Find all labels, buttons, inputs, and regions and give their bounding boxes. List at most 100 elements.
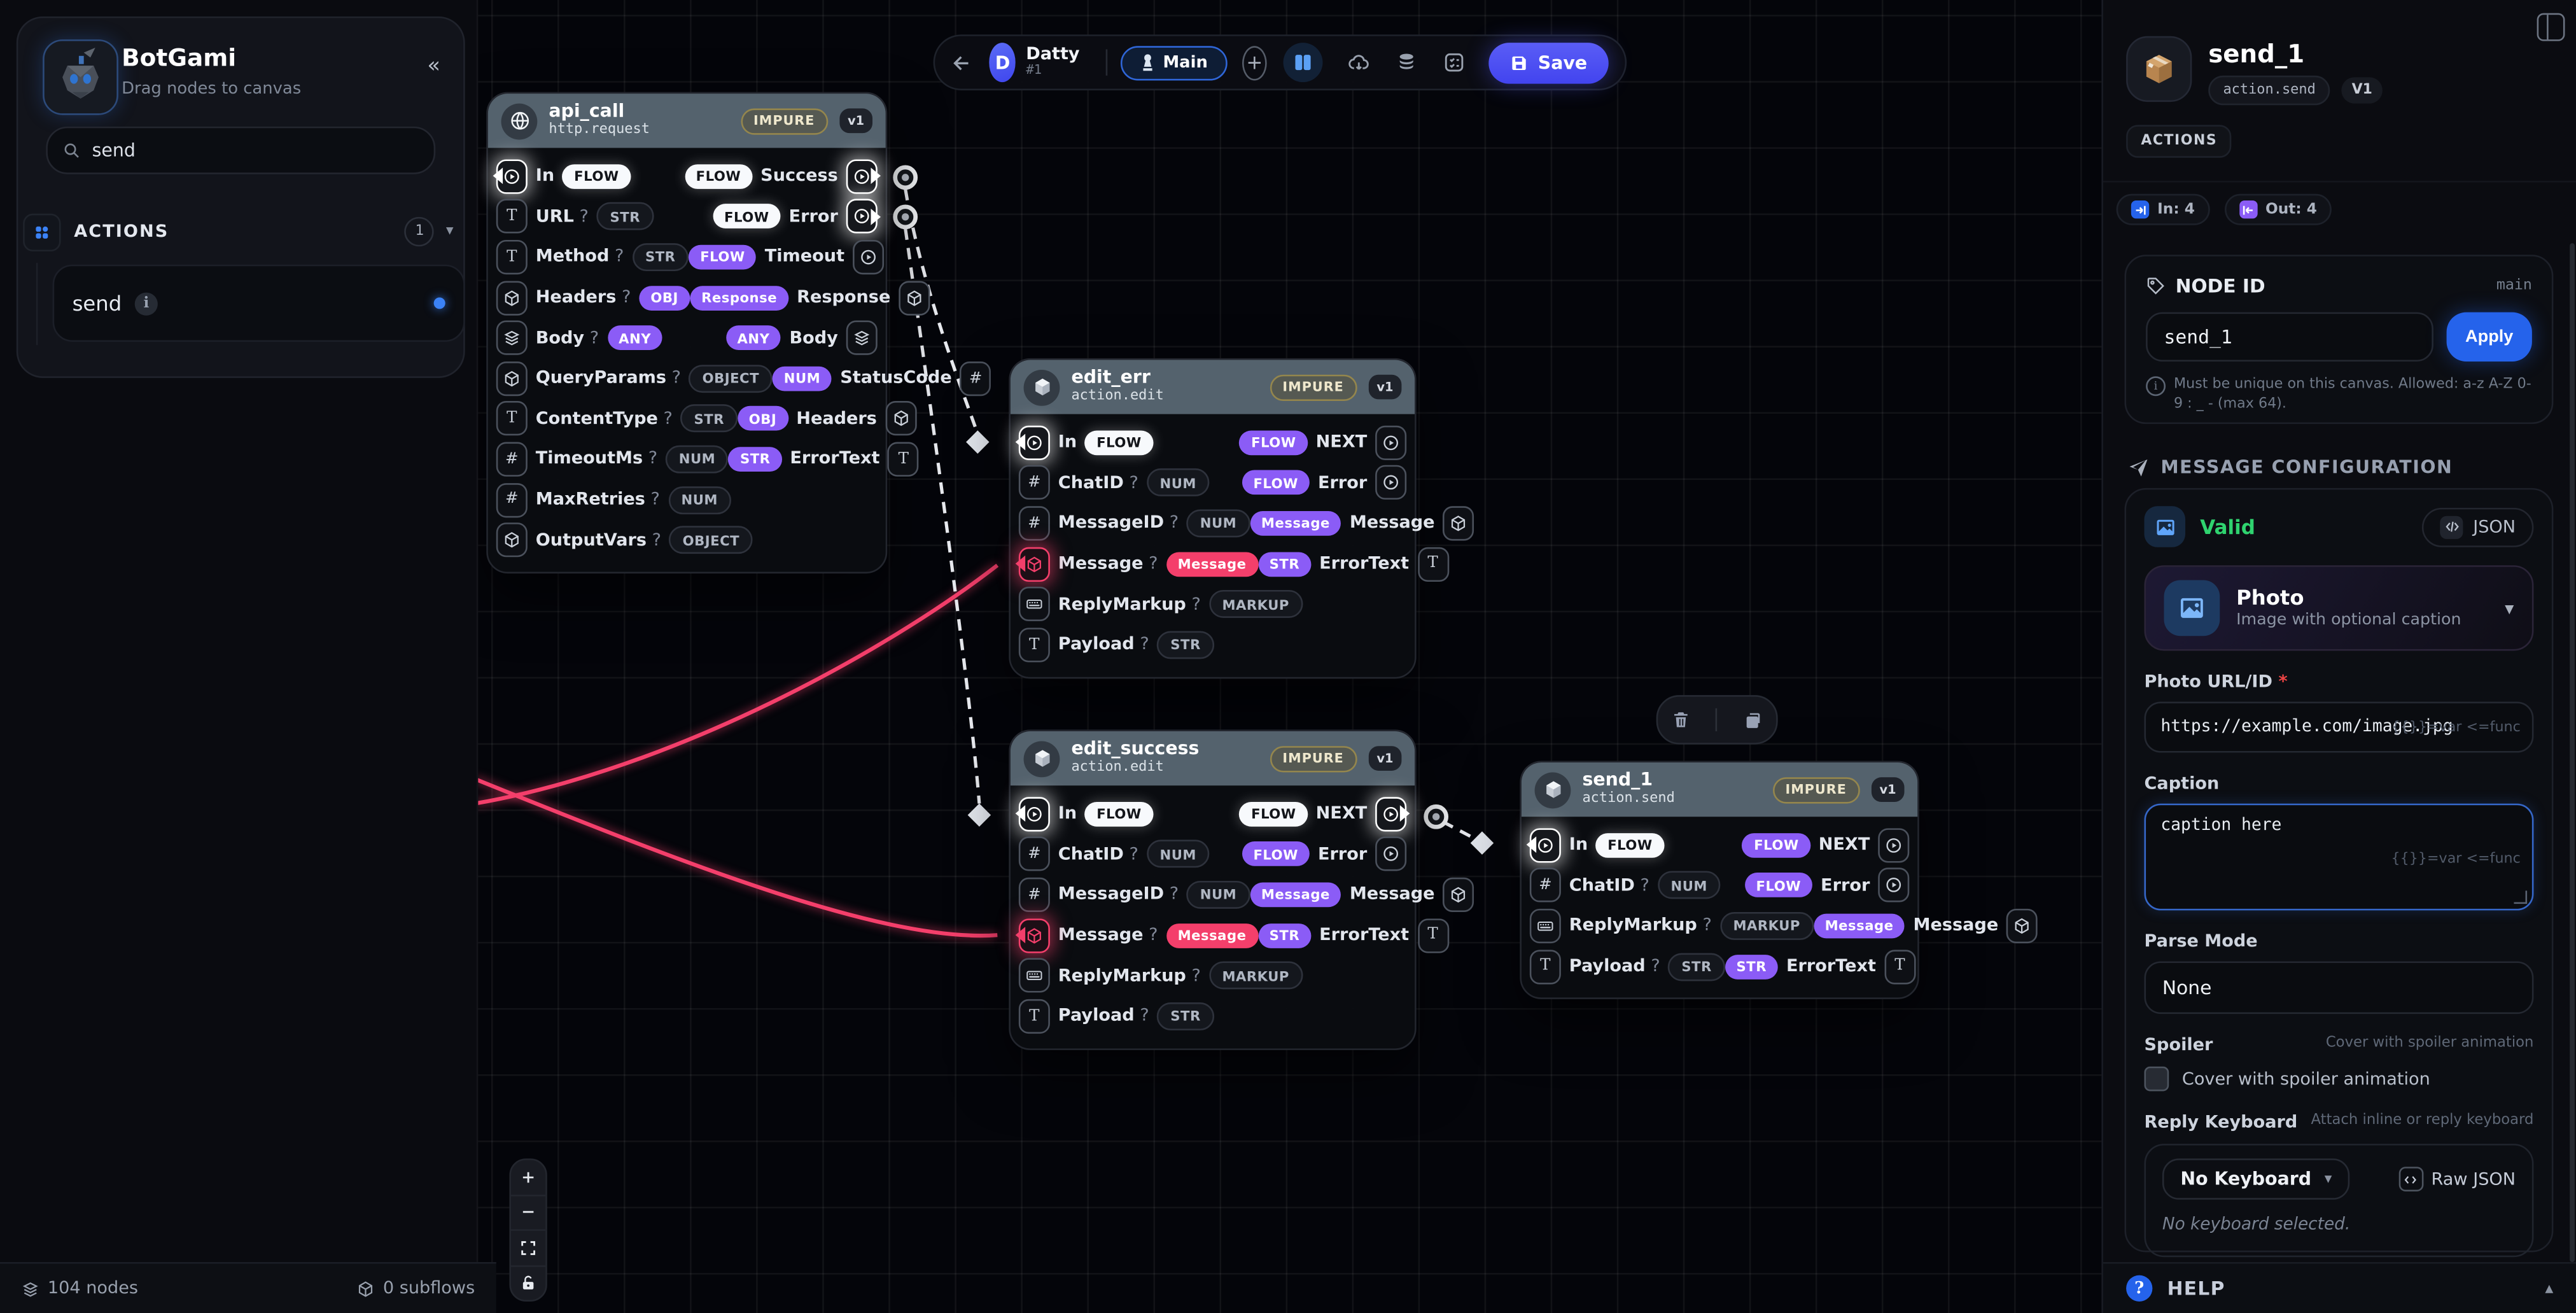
output-port-errortext[interactable]: T: [1417, 546, 1449, 581]
output-port-headers[interactable]: [885, 401, 916, 437]
message-type-selector[interactable]: Photo Image with optional caption ▾: [2144, 565, 2534, 651]
port-label: Payload ?: [1058, 635, 1149, 655]
input-port-chatid[interactable]: #: [1018, 465, 1050, 500]
panel-toggle-icon[interactable]: [1283, 43, 1323, 83]
output-port-message[interactable]: [1443, 506, 1474, 541]
search-input[interactable]: [92, 139, 419, 162]
duplicate-node-icon[interactable]: [1744, 710, 1763, 729]
output-port-errortext[interactable]: T: [888, 442, 920, 477]
type-chip: STR: [680, 405, 738, 433]
input-port-replymarkup[interactable]: [1018, 587, 1050, 622]
photo-url-input[interactable]: [2146, 718, 2532, 736]
type-chip: ANY: [607, 325, 663, 351]
type-chip: FLOW: [1742, 832, 1810, 858]
output-port-error[interactable]: [1375, 837, 1407, 872]
input-port-in[interactable]: [1018, 425, 1050, 460]
lock-button[interactable]: [511, 1266, 545, 1300]
output-port-response[interactable]: [899, 280, 930, 315]
input-port-maxretries[interactable]: #: [496, 482, 528, 517]
help-bar[interactable]: ? HELP ▴: [2103, 1261, 2576, 1313]
back-icon[interactable]: [951, 52, 973, 73]
input-port-payload[interactable]: T: [1529, 949, 1561, 984]
photo-icon: [2164, 580, 2220, 636]
type-chip: FLOW: [712, 204, 781, 229]
input-port-queryparams[interactable]: [496, 361, 528, 396]
input-port-in[interactable]: [1018, 796, 1050, 831]
checklist-icon[interactable]: [1443, 51, 1466, 74]
image-icon: [2144, 506, 2186, 547]
output-port-errortext[interactable]: T: [1417, 918, 1449, 953]
collapse-panel-icon[interactable]: [2537, 13, 2565, 41]
input-port-in[interactable]: [496, 158, 528, 194]
input-port-timeoutms[interactable]: #: [496, 442, 528, 477]
fit-view-button[interactable]: [511, 1231, 546, 1267]
input-port-in[interactable]: [1529, 827, 1561, 863]
caption-textarea[interactable]: caption here: [2160, 817, 2517, 897]
reply-keyboard-hint: Attach inline or reply keyboard: [2311, 1113, 2534, 1129]
input-port-method[interactable]: T: [496, 239, 528, 275]
output-port-message[interactable]: [2006, 908, 2038, 944]
cloud-sync-icon[interactable]: [1347, 51, 1370, 74]
raw-json-button[interactable]: Raw JSON: [2398, 1167, 2516, 1191]
tab-main-flow[interactable]: Main: [1120, 45, 1228, 80]
resize-handle-icon[interactable]: [2514, 890, 2528, 904]
apply-button[interactable]: Apply: [2446, 312, 2532, 362]
keyboard-type-select[interactable]: No Keyboard ▾: [2162, 1158, 2350, 1200]
output-port-success[interactable]: [846, 158, 878, 194]
input-port-outputvars[interactable]: [496, 523, 528, 558]
output-port-timeout[interactable]: [852, 239, 885, 275]
input-port-headers[interactable]: [496, 280, 528, 315]
output-port-body[interactable]: [846, 320, 878, 356]
output-port-next[interactable]: [1375, 425, 1407, 460]
type-chip: FLOW: [689, 244, 757, 270]
zoom-out-button[interactable]: [511, 1195, 546, 1231]
input-port-replymarkup[interactable]: [1018, 958, 1050, 993]
info-icon[interactable]: i: [134, 291, 158, 315]
input-port-payload[interactable]: T: [1018, 999, 1050, 1034]
input-port-url[interactable]: T: [496, 199, 528, 234]
output-port-errortext[interactable]: T: [1884, 949, 1915, 984]
collapse-sidebar-icon[interactable]: «: [427, 54, 440, 79]
node-id-input[interactable]: [2146, 312, 2433, 362]
parse-mode-select[interactable]: None: [2144, 961, 2534, 1015]
input-port-body[interactable]: [496, 320, 528, 356]
input-port-message[interactable]: [1018, 546, 1050, 581]
bot-avatar[interactable]: D: [989, 43, 1016, 83]
output-port-statuscode[interactable]: #: [960, 361, 991, 396]
output-port-error[interactable]: [1375, 465, 1407, 500]
output-port-message[interactable]: [1443, 877, 1474, 912]
layers-stack-icon[interactable]: [1395, 51, 1418, 74]
output-port-error[interactable]: [846, 199, 878, 234]
input-port-chatid[interactable]: #: [1529, 868, 1561, 903]
version-badge: v1: [1368, 746, 1402, 771]
port-label: Body ?: [535, 328, 599, 348]
save-button[interactable]: Save: [1488, 41, 1609, 83]
input-port-replymarkup[interactable]: [1529, 908, 1561, 944]
spoiler-checkbox[interactable]: [2144, 1066, 2169, 1092]
add-flow-icon[interactable]: +: [1242, 45, 1267, 80]
input-port-contenttype[interactable]: T: [496, 401, 528, 437]
input-port-messageid[interactable]: #: [1018, 877, 1050, 912]
library-item-send[interactable]: send i: [52, 264, 465, 342]
input-port-chatid[interactable]: #: [1018, 837, 1050, 872]
input-port-message[interactable]: [1018, 918, 1050, 953]
output-port-next[interactable]: [1375, 796, 1407, 831]
zoom-in-button[interactable]: [511, 1160, 546, 1196]
delete-node-icon[interactable]: [1670, 710, 1690, 729]
input-port-payload[interactable]: T: [1018, 627, 1050, 662]
input-port-messageid[interactable]: #: [1018, 506, 1050, 541]
output-port-error[interactable]: [1878, 868, 1910, 903]
output-port-next[interactable]: [1878, 827, 1910, 863]
panel-scrollbar[interactable]: [2568, 243, 2575, 1262]
section-actions-header[interactable]: ACTIONS 1 ▾: [23, 213, 454, 251]
json-toggle-button[interactable]: JSON: [2422, 507, 2534, 547]
code-icon: [2440, 515, 2463, 538]
